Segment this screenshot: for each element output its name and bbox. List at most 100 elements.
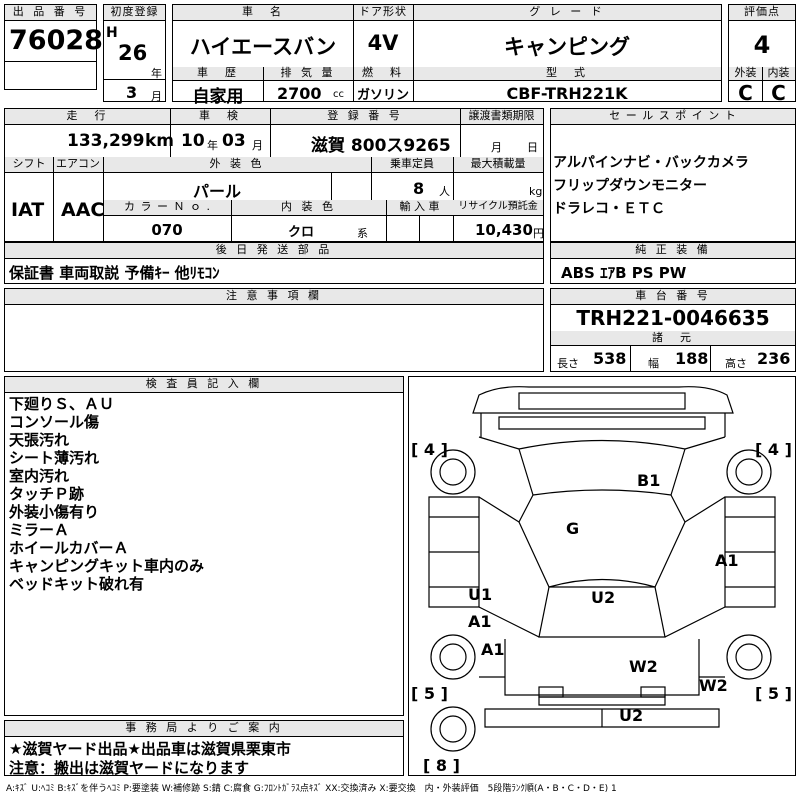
tire-rear-right: [ 5 ]	[755, 684, 792, 703]
accessories-label: 後 日 発 送 部 品	[5, 243, 543, 259]
accessories-box: 後 日 発 送 部 品 保証書 車両取説 予備ｷｰ 他ﾘﾓｺﾝ	[4, 242, 544, 284]
registration-year: 26	[118, 41, 148, 65]
transfer-month-unit: 月	[491, 141, 502, 154]
mark-u2-middle: U2	[591, 588, 616, 607]
car-name-label: 車 名	[173, 5, 353, 21]
model: CBF-TRH221K	[506, 84, 628, 103]
damage-diagram-box: B1 G A1 U1 A1 U2 A1 W2 W2 U2 [ 4 ] [ 4 ]…	[408, 376, 796, 776]
max-load-unit: kg	[529, 185, 543, 198]
inspection-year: 10	[181, 131, 205, 151]
accessories-value: 保証書 車両取説 予備ｷｰ 他ﾘﾓｺﾝ	[9, 264, 220, 282]
chassis-label: 車 台 番 号	[551, 289, 795, 305]
front-right-tire	[726, 449, 772, 495]
rear-right-tire	[726, 634, 772, 680]
office-notice-box: 事 務 局 よ り ご 案 内 ★滋賀ヤード出品★出品車は滋賀県栗東市 注意：搬…	[4, 720, 404, 777]
front-left-tire	[430, 449, 476, 495]
displacement: 2700	[277, 84, 322, 103]
spare-tire	[430, 706, 476, 752]
mark-b1: B1	[637, 471, 661, 490]
tire-spare: [ 8 ]	[423, 756, 460, 775]
lot-number-label: 出 品 番 号	[5, 5, 96, 21]
inspector-line-6: タッチＰ跡	[9, 485, 85, 503]
inspection-year-unit: 年	[207, 139, 218, 152]
capacity: 8	[413, 179, 425, 198]
sales-points-box: セ ー ル ス ポ イ ン ト アルパインナビ・バックカメラ フリップダウンモニ…	[550, 108, 796, 242]
recycle-fee: 10,430	[475, 221, 533, 239]
plate-label: 登 録 番 号	[270, 109, 460, 125]
inspector-line-9: ホイールカバーＡ	[9, 539, 129, 557]
width: 188	[675, 349, 709, 368]
fuel-label: 燃 料	[353, 67, 413, 81]
inspector-line-2: コンソール傷	[9, 413, 100, 431]
office-notice-line-1: ★滋賀ヤード出品★出品車は滋賀県栗東市	[9, 740, 291, 758]
exterior-grade: C	[738, 81, 753, 105]
sales-point-2: フリップダウンモニター	[553, 178, 707, 194]
first-registration-box: 初度登録 H 26 年 3 月	[103, 4, 166, 103]
transfer-label: 譲渡書類期限	[460, 109, 543, 125]
mileage-unit: km	[145, 131, 175, 151]
length-label: 長さ	[557, 357, 579, 370]
score-label: 評価点	[729, 5, 795, 21]
car-info-box: 車 名 ドア形状 グ レ ー ド ハイエースバン 4V キャンピング 車 歴 排…	[172, 4, 722, 107]
equipment-value: ABS ｴｱB PS PW	[561, 264, 687, 282]
inspector-line-3: 天張汚れ	[9, 431, 70, 449]
mark-u1: U1	[468, 585, 493, 604]
tire-rear-left: [ 5 ]	[411, 684, 448, 703]
grade: キャンピング	[504, 35, 630, 59]
office-notice-label: 事 務 局 よ り ご 案 内	[5, 721, 403, 737]
tire-front-left: [ 4 ]	[411, 440, 448, 459]
color-number-label: カ ラ ー Ｎ ｏ .	[104, 200, 231, 216]
era: H	[106, 25, 118, 41]
displacement-unit: cc	[333, 89, 344, 100]
car-name: ハイエースバン	[189, 35, 337, 59]
mark-w2-right: W2	[699, 676, 728, 695]
displacement-label: 排 気 量	[263, 67, 353, 81]
car-diagram	[428, 386, 776, 752]
capacity-unit: 人	[439, 185, 450, 198]
score-box: 評価点 4 外装 内装 C C	[728, 4, 796, 105]
chassis-number: TRH221-0046635	[576, 306, 770, 330]
sales-point-1: アルパインナビ・バックカメラ	[553, 155, 749, 171]
lot-number: 76028	[9, 25, 103, 56]
mark-a1-left-upper: A1	[468, 612, 492, 631]
equipment-label: 純 正 装 備	[551, 243, 795, 259]
transfer-day-unit: 日	[527, 141, 538, 154]
inspector-line-4: シート薄汚れ	[9, 449, 100, 467]
height-label: 高さ	[725, 357, 747, 370]
interior-grade: C	[771, 81, 786, 105]
ac-label: エアコン	[53, 157, 103, 173]
mark-g: G	[566, 519, 580, 538]
inspection-label: 車 検	[170, 109, 270, 125]
exterior-color: パール	[192, 182, 241, 201]
shift-label: シフト	[5, 157, 53, 173]
first-registration-label: 初度登録	[104, 5, 165, 21]
month-unit: 月	[151, 90, 162, 103]
sales-points-label: セ ー ル ス ポ イ ン ト	[551, 109, 795, 125]
history-label: 車 歴	[173, 67, 263, 81]
interior-color: クロ	[287, 225, 314, 240]
recycle-label: リサイクル預託金	[453, 200, 543, 216]
mark-u2-bottom: U2	[619, 706, 644, 725]
air-conditioner: AAC	[61, 199, 105, 221]
year-unit: 年	[151, 67, 162, 80]
mark-w2-middle: W2	[629, 657, 658, 676]
history: 自家用	[192, 87, 244, 107]
inspector-line-5: 室内汚れ	[9, 467, 70, 485]
plate-number: 滋賀 800ス9265	[311, 136, 451, 156]
length: 538	[593, 349, 627, 368]
import-label: 輸 入 車	[386, 200, 453, 216]
max-load-label: 最大積載量	[453, 157, 543, 173]
door-label: ドア形状	[353, 5, 413, 21]
score: 4	[753, 31, 771, 59]
inspector-line-8: ミラーＡ	[9, 521, 70, 539]
mark-a1-right: A1	[715, 551, 739, 570]
height: 236	[757, 349, 791, 368]
sales-point-3: ドラレコ・ＥＴＣ	[553, 201, 665, 217]
notes-box: 注 意 事 項 欄	[4, 288, 544, 372]
mileage: 133,299	[67, 131, 145, 151]
inspection-month: 03	[222, 131, 246, 151]
legend: A:ｷｽﾞ U:ﾍｺﾐ B:ｷｽﾞを伴うﾍｺﾐ P:要塗装 W:補修跡 S:錆 …	[6, 784, 617, 794]
mileage-label: 走 行	[5, 109, 170, 125]
office-notice-line-2: 注意：搬出は滋賀ヤードになります	[9, 759, 250, 777]
chassis-box: 車 台 番 号 TRH221-0046635 諸 元 長さ 538 幅 188 …	[550, 288, 796, 372]
